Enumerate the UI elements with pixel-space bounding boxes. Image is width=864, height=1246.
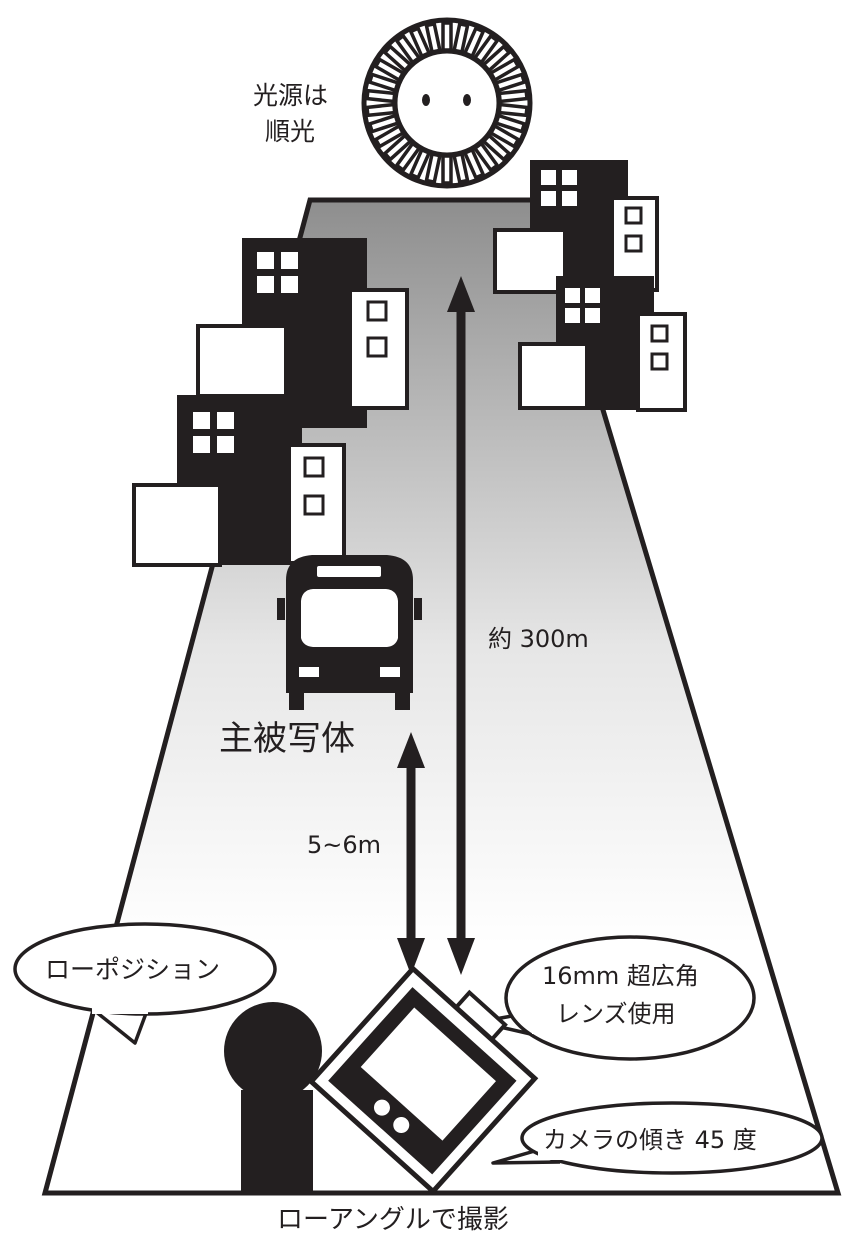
building-left-lower xyxy=(132,395,346,567)
caption-label: ローアングルで撮影 xyxy=(277,1205,509,1235)
distance-arrow-near xyxy=(397,732,425,975)
distance-arrow-far xyxy=(447,276,475,975)
building-right-upper xyxy=(493,160,659,294)
light-source-label-line1: 光源は xyxy=(253,81,328,110)
speech-bubble-low-position xyxy=(13,922,277,1045)
speech-bubble-lens xyxy=(476,935,756,1061)
distance-near-label: 5~6m xyxy=(307,831,381,859)
sun-ray xyxy=(441,154,453,185)
sun-ray xyxy=(365,88,397,104)
bus-icon xyxy=(277,555,422,710)
lens-label-line1: 16mm 超広角 xyxy=(542,962,699,990)
camera-icon xyxy=(307,965,539,1195)
camera-tilt-label: カメラの傾き 45 度 xyxy=(543,1126,757,1154)
sun-ray xyxy=(365,102,397,118)
distance-far-label: 約 300m xyxy=(488,625,589,653)
subject-label: 主被写体 xyxy=(219,719,355,759)
sun-icon xyxy=(361,17,533,189)
sun-ray xyxy=(441,21,453,52)
sun-ray xyxy=(497,102,529,118)
building-right-lower xyxy=(518,276,687,412)
light-source-label-line2: 順光 xyxy=(265,117,315,146)
low-position-label: ローポジション xyxy=(45,955,220,984)
lens-label-line2: レンズ使用 xyxy=(556,1000,676,1028)
photographer-icon xyxy=(224,1002,322,1193)
speech-bubble-camera-tilt xyxy=(491,1101,824,1175)
sun-ray xyxy=(497,88,529,104)
